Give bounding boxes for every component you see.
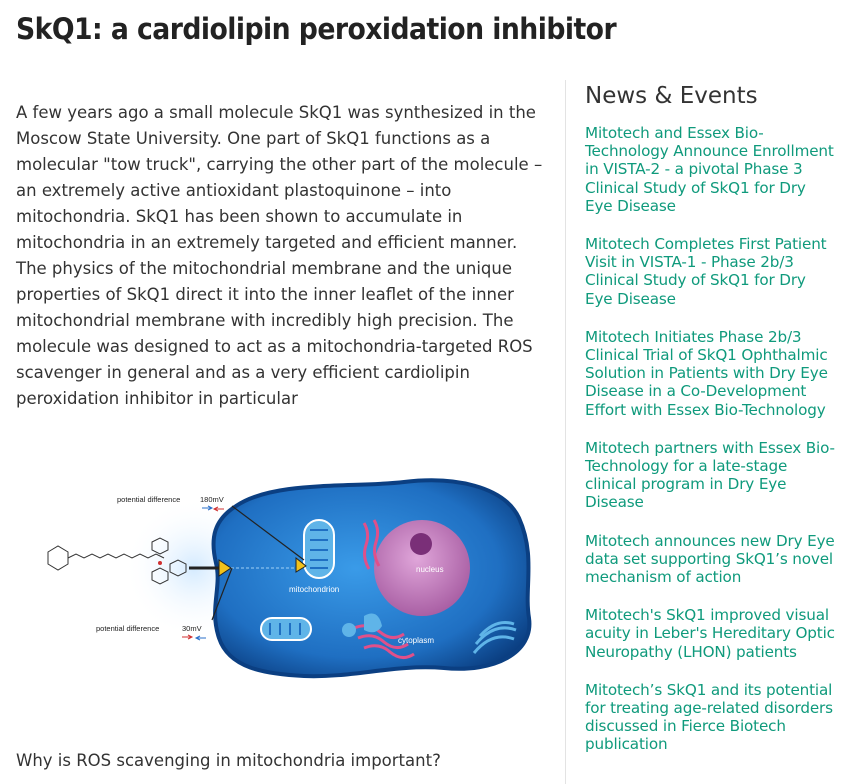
skq1-cell-figure: potential difference 180mV potential dif… bbox=[24, 468, 554, 696]
sidebar-divider bbox=[565, 80, 566, 784]
news-link[interactable]: Mitotech Completes First Patient Visit i… bbox=[585, 235, 827, 308]
pd-outer-value: 180mV bbox=[200, 495, 224, 504]
arrow-right-icon bbox=[202, 505, 214, 511]
news-item: Mitotech Initiates Phase 2b/3 Clinical T… bbox=[585, 328, 835, 419]
arrow-left-icon bbox=[212, 506, 224, 512]
cell-diagram: potential difference 180mV potential dif… bbox=[47, 478, 532, 679]
news-link[interactable]: Mitotech announces new Dry Eye data set … bbox=[585, 531, 835, 587]
leader-line-outer bbox=[231, 505, 305, 561]
page-title: SkQ1: a cardiolipin peroxidation inhibit… bbox=[16, 12, 617, 46]
cytoplasm-label: cytoplasm bbox=[398, 636, 434, 645]
nucleolus bbox=[410, 533, 432, 555]
news-item: Mitotech and Essex Bio-Technology Announ… bbox=[585, 124, 835, 215]
skq1-molecule-structure bbox=[47, 537, 187, 585]
golgi-apparatus bbox=[472, 621, 517, 654]
leader-line-inner bbox=[211, 567, 233, 621]
endoplasmic-reticulum bbox=[353, 519, 415, 659]
mitochondrion-label: mitochondrion bbox=[289, 585, 339, 594]
mitochondrion-vertical bbox=[303, 519, 335, 579]
pd-inner-value: 30mV bbox=[182, 624, 202, 633]
news-link[interactable]: Mitotech Initiates Phase 2b/3 Clinical T… bbox=[585, 327, 828, 419]
news-link[interactable]: Mitotech and Essex Bio-Technology Announ… bbox=[585, 124, 834, 215]
pd-inner-label: potential difference bbox=[96, 624, 159, 633]
news-item: Mitotech partners with Essex Bio-Technol… bbox=[585, 439, 835, 512]
warning-triangle-icon bbox=[295, 556, 307, 573]
news-link[interactable]: Mitotech's SkQ1 improved visual acuity i… bbox=[585, 606, 835, 661]
warning-triangle-icon bbox=[218, 559, 232, 577]
nucleus-label: nucleus bbox=[416, 565, 444, 574]
article-body: A few years ago a small molecule SkQ1 wa… bbox=[16, 103, 543, 408]
news-item: Mitotech’s SkQ1 and its potential for tr… bbox=[585, 681, 835, 754]
vesicle bbox=[364, 613, 382, 633]
news-item: Mitotech Completes First Patient Visit i… bbox=[585, 235, 835, 308]
news-item: Mitotech announces new Dry Eye data set … bbox=[585, 532, 835, 587]
mitochondrion-horizontal bbox=[260, 617, 312, 641]
nucleus bbox=[374, 520, 470, 616]
vesicle bbox=[342, 623, 356, 637]
news-list: Mitotech and Essex Bio-Technology Announ… bbox=[585, 124, 835, 774]
section-question: Why is ROS scavenging in mitochondria im… bbox=[16, 751, 441, 770]
news-item: Mitotech's SkQ1 improved visual acuity i… bbox=[585, 606, 835, 661]
phosphonium-atom bbox=[158, 561, 162, 565]
news-link[interactable]: Mitotech’s SkQ1 and its potential for tr… bbox=[585, 680, 833, 754]
pd-outer-label: potential difference bbox=[117, 495, 180, 504]
arrow-left-icon bbox=[194, 635, 206, 641]
arrow-right-icon bbox=[182, 634, 194, 640]
sidebar-title: News & Events bbox=[585, 83, 758, 109]
news-link[interactable]: Mitotech partners with Essex Bio-Technol… bbox=[585, 438, 835, 512]
